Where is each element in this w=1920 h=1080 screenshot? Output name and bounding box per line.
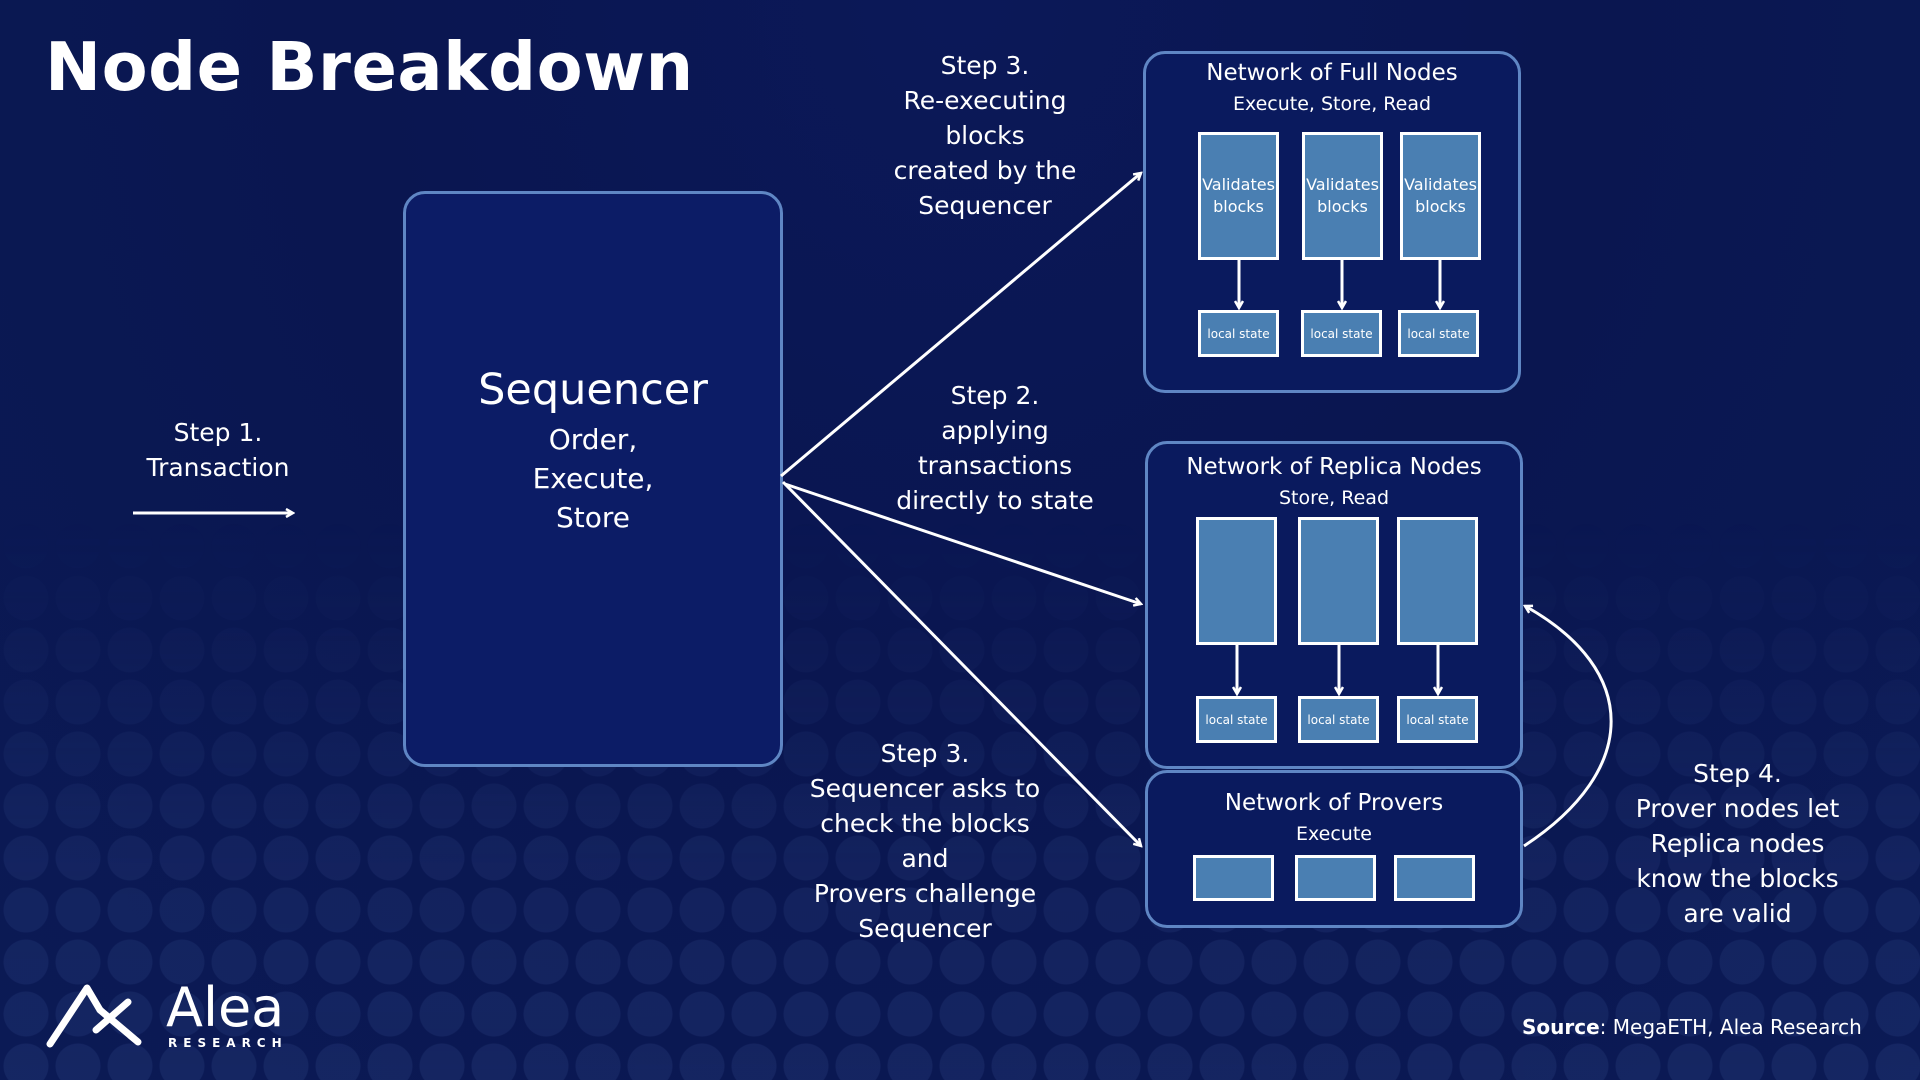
full-node-local-state-3: local state <box>1398 310 1479 357</box>
step3-bottom-label: Step 3. Sequencer asks to check the bloc… <box>809 739 1041 943</box>
step3-top-label: Step 3. Re-executing blocks created by t… <box>893 51 1077 220</box>
provers-subtitle: Execute <box>1296 823 1372 845</box>
sequencer-subtitle: Order, Execute, Store <box>532 423 654 534</box>
sequencer-box <box>403 191 783 767</box>
step2-label: Step 2. applying transactions directly t… <box>896 381 1094 515</box>
sequencer-title: Sequencer <box>478 365 708 415</box>
replica-node-2 <box>1298 517 1379 645</box>
logo-subtitle: RESEARCH <box>168 1036 288 1050</box>
prover-node-2 <box>1295 855 1376 901</box>
full-node-local-state-2: local state <box>1301 310 1382 357</box>
arrow-to-provers <box>781 480 1141 846</box>
step1-label: Step 1. Transaction <box>146 418 290 482</box>
replica-node-local-state-2: local state <box>1298 696 1379 743</box>
page-title: Node Breakdown <box>45 28 694 106</box>
source-text: : MegaETH, Alea Research <box>1599 1015 1862 1039</box>
replica-nodes-title: Network of Replica Nodes <box>1186 454 1482 480</box>
logo-name: Alea <box>166 976 285 1039</box>
provers-title: Network of Provers <box>1224 790 1444 816</box>
full-node-1: Validates blocks <box>1198 132 1279 260</box>
prover-node-3 <box>1394 855 1475 901</box>
background-dot-pattern <box>0 520 1920 1080</box>
prover-node-1 <box>1193 855 1274 901</box>
source-note: Source: MegaETH, Alea Research <box>1522 1015 1862 1039</box>
arrow-to-replica-nodes <box>784 482 1141 604</box>
full-nodes-subtitle: Execute, Store, Read <box>1232 93 1432 115</box>
replica-node-local-state-1: local state <box>1196 696 1277 743</box>
full-node-local-state-1: local state <box>1198 310 1279 357</box>
full-nodes-title: Network of Full Nodes <box>1206 60 1458 86</box>
replica-nodes-subtitle: Store, Read <box>1278 487 1390 509</box>
arrow-to-full-nodes <box>780 173 1141 478</box>
full-node-3: Validates blocks <box>1400 132 1481 260</box>
replica-node-1 <box>1196 517 1277 645</box>
replica-node-3 <box>1397 517 1478 645</box>
step4-label: Step 4. Prover nodes let Replica nodes k… <box>1635 759 1840 928</box>
alea-logo-icon <box>46 984 142 1048</box>
source-label: Source <box>1522 1015 1600 1039</box>
provers-panel <box>1145 770 1523 928</box>
replica-node-local-state-3: local state <box>1397 696 1478 743</box>
full-node-2: Validates blocks <box>1302 132 1383 260</box>
arrow-provers-to-replica <box>1524 606 1613 848</box>
